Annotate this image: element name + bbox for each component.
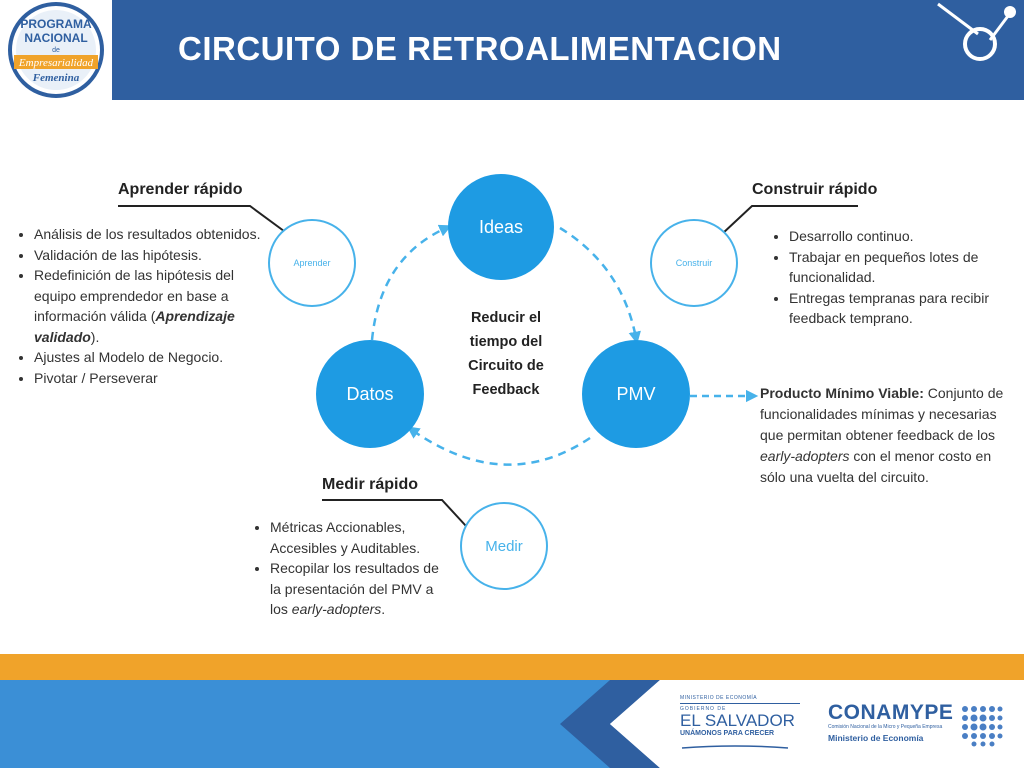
center-line-1: Reducir el [470, 310, 542, 326]
center-caption: Reducir el tiempo del Circuito de Feedba… [448, 306, 564, 402]
pmv-description-text1: Conjunto de funcionalidades mínimas y ne… [760, 385, 1004, 443]
logo-line-5: Femenina [32, 72, 80, 84]
aprender-emphasis: Aprendizaje validado [34, 308, 235, 345]
conamype-logo: CONAMYPE Comisión Nacional de la Micro y… [828, 702, 958, 752]
construir-circle: Construir [650, 219, 738, 307]
center-line-3: Circuito de [468, 358, 544, 374]
construir-item: Desarrollo continuo. [789, 226, 1018, 247]
gov-swoosh [681, 745, 789, 749]
center-line-2: tiempo del [469, 334, 543, 350]
gov-rule [680, 703, 800, 704]
aprender-block: Análisis de los resultados obtenidos. Va… [18, 224, 272, 388]
conamype-ministerio: Ministerio de Economía [828, 733, 924, 743]
logo-line-4: Empresarialidad [18, 57, 94, 69]
callout-aprender [118, 205, 289, 235]
cycle-connectors [118, 205, 858, 527]
arrow-datos-to-ideas [370, 224, 452, 341]
arrow-ideas-to-pmv [559, 226, 641, 345]
ideas-circle: Ideas [448, 174, 554, 280]
medir-item-em: early-adopters [291, 601, 382, 617]
construir-item: Trabajar en pequeños lotes de funcionali… [789, 247, 1018, 288]
aprender-item-text: Redefinición de las hipótesis del equipo… [34, 267, 235, 324]
conamype-dots-icon [962, 706, 1003, 747]
construir-item: Entregas tempranas para recibir feedback… [789, 288, 1018, 329]
construir-list: Desarrollo continuo. Trabajar en pequeño… [773, 226, 1018, 329]
program-logo: PROGRAMA NACIONAL de Empresarialidad Fem… [0, 0, 112, 100]
pmv-description-title: Producto Mínimo Viable: [760, 385, 924, 401]
aprender-circle: Aprender [268, 219, 356, 307]
construir-heading: Construir rápido [752, 181, 878, 198]
gov-small: MINISTERIO DE ECONOMÍA [680, 695, 758, 701]
aprender-item: Análisis de los resultados obtenidos. [34, 224, 272, 245]
construir-block: Desarrollo continuo. Trabajar en pequeño… [773, 226, 1018, 329]
medir-item: Métricas Accionables, Accesibles y Audit… [270, 517, 450, 558]
pmv-description-em: early-adopters [760, 448, 850, 464]
gov-name: EL SALVADOR [680, 711, 795, 730]
aprender-item: Validación de las hipótesis. [34, 245, 272, 266]
aprender-list: Análisis de los resultados obtenidos. Va… [18, 224, 272, 388]
aprender-item: Redefinición de las hipótesis del equipo… [34, 265, 272, 347]
header-bar [0, 0, 1024, 100]
pmv-circle: PMV [582, 340, 690, 448]
conamype-name: CONAMYPE [828, 701, 954, 724]
medir-block: Métricas Accionables, Accesibles y Audit… [254, 517, 450, 620]
conamype-sub: Comisión Nacional de la Micro y Pequeña … [828, 724, 943, 730]
callout-medir [322, 499, 467, 527]
medir-item: Recopilar los resultados de la presentac… [270, 558, 450, 620]
callout-construir [721, 205, 858, 235]
gov-label: GOBIERNO DE [680, 706, 727, 712]
pmv-description: Producto Mínimo Viable: Conjunto de func… [760, 383, 1018, 488]
medir-list: Métricas Accionables, Accesibles y Audit… [254, 517, 450, 620]
medir-heading: Medir rápido [322, 476, 419, 493]
datos-circle: Datos [316, 340, 424, 448]
footer-orange-stripe [0, 654, 1024, 680]
medir-item-text: Recopilar los resultados de la presentac… [270, 560, 439, 617]
aprender-item: Ajustes al Modelo de Negocio. [34, 347, 272, 368]
aprender-item: Pivotar / Perseverar [34, 368, 272, 389]
pmv-description-text2: con el menor costo en sólo una vuelta de… [760, 448, 992, 485]
logo-line-3: de [52, 47, 60, 54]
gov-logo: MINISTERIO DE ECONOMÍA GOBIERNO DE EL SA… [680, 695, 800, 755]
program-logo-graphic: PROGRAMA NACIONAL de Empresarialidad Fem… [8, 2, 104, 98]
arrow-pmv-to-datos [406, 426, 591, 466]
aprender-emphasis-suffix: ). [90, 328, 100, 345]
logo-line-1: PROGRAMA [20, 17, 92, 31]
logo-line-2: NACIONAL [24, 31, 87, 45]
molecule-icon [937, 2, 1016, 61]
medir-circle: Medir [460, 502, 548, 590]
gov-slogan: UNÁMONOS PARA CRECER [680, 730, 775, 737]
page-title: CIRCUITO DE RETROALIMENTACION [178, 30, 782, 67]
medir-item-suffix: . [381, 601, 386, 617]
footer-chevron [560, 680, 680, 768]
center-line-4: Feedback [472, 382, 540, 398]
aprender-heading: Aprender rápido [118, 181, 243, 198]
